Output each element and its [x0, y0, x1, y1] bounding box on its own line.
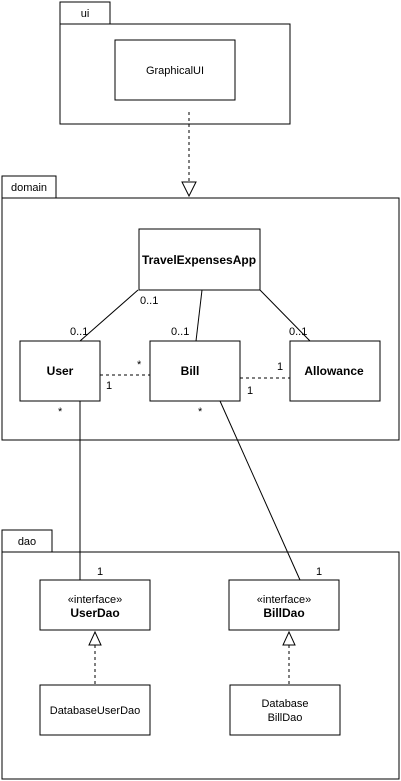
class-user: User: [19, 340, 101, 402]
interface-user-dao-stereotype: «interface»: [68, 594, 122, 606]
package-domain-label: domain: [11, 182, 47, 194]
class-allowance-name: Allowance: [304, 364, 364, 378]
multiplicity-label: 0..1: [289, 326, 307, 338]
interface-bill-dao-box: [228, 579, 340, 631]
class-graphical-ui-box: [114, 39, 236, 101]
multiplicity-label: 0..1: [140, 295, 158, 307]
assoc-app-allowance: [259, 289, 311, 342]
assoc-bill-billdao: [219, 400, 301, 581]
multiplicity-label: 1: [316, 566, 322, 578]
multiplicity-label: *: [137, 359, 142, 371]
realization-billdao: [282, 630, 296, 685]
interface-user-dao-name: UserDao: [70, 606, 119, 620]
class-database-user-dao: DatabaseUserDao: [39, 684, 151, 736]
realization-arrowhead: [88, 630, 102, 646]
class-graphical-ui-name: GraphicalUI: [146, 65, 204, 77]
assoc-app-user: [79, 289, 139, 342]
class-bill-box: [149, 340, 241, 402]
realization-userdao: [88, 630, 102, 685]
interface-bill-dao: «interface» BillDao: [228, 579, 340, 631]
class-database-bill-dao-name-line2: BillDao: [268, 712, 303, 724]
class-travel-expenses-app-box: [138, 228, 261, 291]
class-travel-expenses-app: TravelExpensesApp: [138, 228, 261, 291]
class-allowance-box: [289, 340, 381, 402]
multiplicity-label: 0..1: [70, 326, 88, 338]
realization-arrowhead: [282, 630, 296, 646]
class-database-bill-dao-name-line1: Database: [261, 698, 308, 710]
class-graphical-ui: GraphicalUI: [114, 39, 236, 101]
interface-user-dao: «interface» UserDao: [39, 579, 151, 631]
class-bill: Bill: [149, 340, 241, 402]
multiplicity-label: 1: [106, 380, 112, 392]
multiplicity-label: 1: [97, 566, 103, 578]
interface-bill-dao-name: BillDao: [263, 606, 304, 620]
class-user-name: User: [47, 364, 74, 378]
interface-bill-dao-stereotype: «interface»: [257, 594, 311, 606]
assoc-app-bill: [195, 289, 203, 342]
class-database-bill-dao-box: [229, 684, 341, 736]
multiplicity-label: 1: [247, 385, 253, 397]
class-bill-name: Bill: [181, 364, 200, 378]
multiplicity-label: *: [58, 406, 63, 418]
multiplicity-label: 1: [277, 361, 283, 373]
class-allowance: Allowance: [289, 340, 381, 402]
dependency-ui-domain: [181, 112, 197, 198]
interface-user-dao-box: [39, 579, 151, 631]
class-database-bill-dao: Database BillDao: [229, 684, 341, 736]
package-dao: dao: [1, 529, 400, 780]
dependency-arrowhead: [181, 181, 197, 198]
package-ui-label: ui: [81, 8, 90, 20]
multiplicity-label: *: [198, 406, 203, 418]
class-database-user-dao-box: [39, 684, 151, 736]
class-database-user-dao-name: DatabaseUserDao: [50, 705, 141, 717]
package-dao-label: dao: [18, 536, 36, 548]
class-user-box: [19, 340, 101, 402]
class-travel-expenses-app-name: TravelExpensesApp: [142, 253, 256, 267]
multiplicity-label: 0..1: [171, 326, 189, 338]
